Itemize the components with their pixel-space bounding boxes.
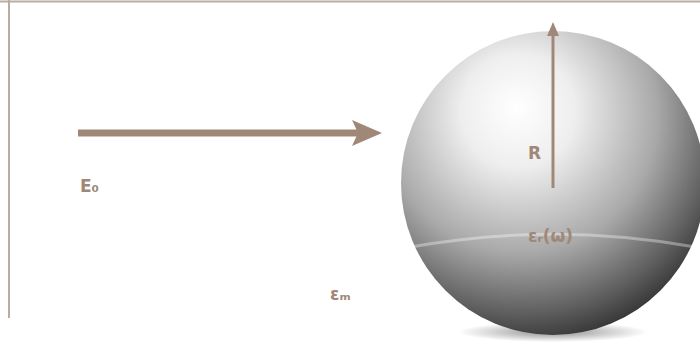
frame-line [0, 1, 700, 3]
permittivity-label: εᵣ(ω) [528, 226, 573, 246]
radius-arrow-head [547, 22, 559, 36]
sphere-body [401, 31, 700, 335]
radius-arrow [552, 32, 555, 188]
sphere-node: Rεᵣ(ω) [400, 30, 700, 336]
radius-label: R [528, 143, 541, 163]
field-arrow [78, 130, 360, 137]
field-arrow-head [352, 120, 382, 146]
frame-line [8, 0, 10, 318]
sphere [400, 30, 700, 336]
medium-label: εₘ [330, 284, 351, 304]
field-label: E₀ [80, 176, 99, 196]
